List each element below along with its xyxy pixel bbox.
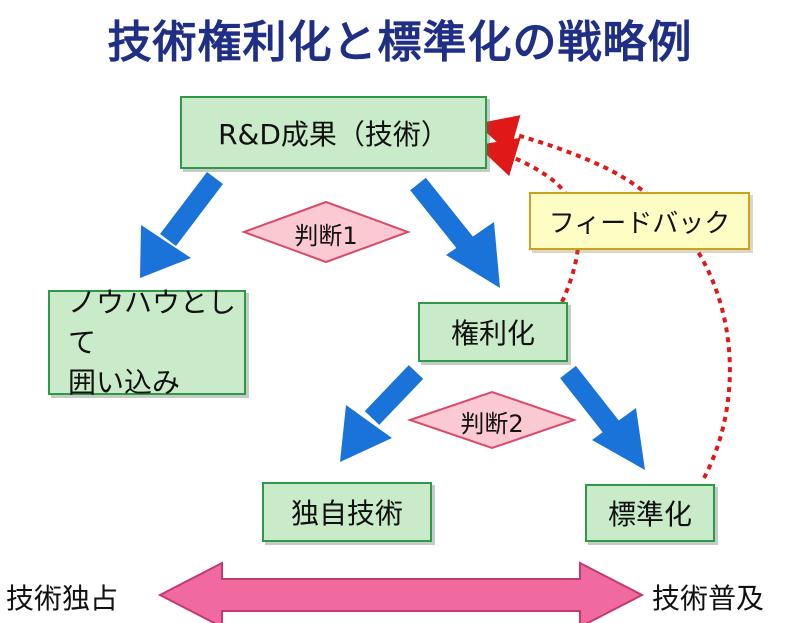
node-standard-label: 標準化	[607, 498, 692, 531]
node-rd-result: R&D成果（技術）	[180, 96, 487, 169]
arrow-rights-to-proprietary	[340, 365, 424, 462]
spectrum-right-label: 技術普及	[652, 582, 765, 615]
feedback-line-outer	[476, 115, 732, 479]
node-rights: 権利化	[418, 302, 568, 362]
decision-label-1: 判断1	[294, 222, 358, 250]
arrow-rights-to-standard	[560, 365, 645, 470]
node-proprietary: 独自技術	[262, 482, 432, 542]
feedback-label: フィードバック	[548, 208, 731, 239]
node-knowhow-line1: ノウハウとして	[68, 285, 237, 359]
spectrum-arrow	[157, 561, 645, 623]
page-title: 技術権利化と標準化の戦略例	[107, 17, 693, 68]
decision-label-2: 判断2	[460, 410, 524, 438]
node-rd-result-label: R&D成果（技術）	[218, 117, 449, 151]
node-standard: 標準化	[585, 484, 715, 542]
decision-diamond-2	[406, 390, 578, 450]
arrow-rd-to-knowhow	[140, 171, 223, 278]
node-proprietary-label: 独自技術	[290, 497, 403, 530]
decision-diamond-1	[241, 200, 411, 264]
node-rights-label: 権利化	[450, 317, 535, 350]
node-knowhow-line2: 囲い込み	[68, 365, 181, 399]
spectrum-left-label: 技術独占	[6, 582, 119, 615]
arrow-rd-to-rights	[410, 177, 500, 288]
feedback-box: フィードバック	[529, 192, 750, 250]
node-knowhow: ノウハウとして 囲い込み	[48, 286, 246, 399]
